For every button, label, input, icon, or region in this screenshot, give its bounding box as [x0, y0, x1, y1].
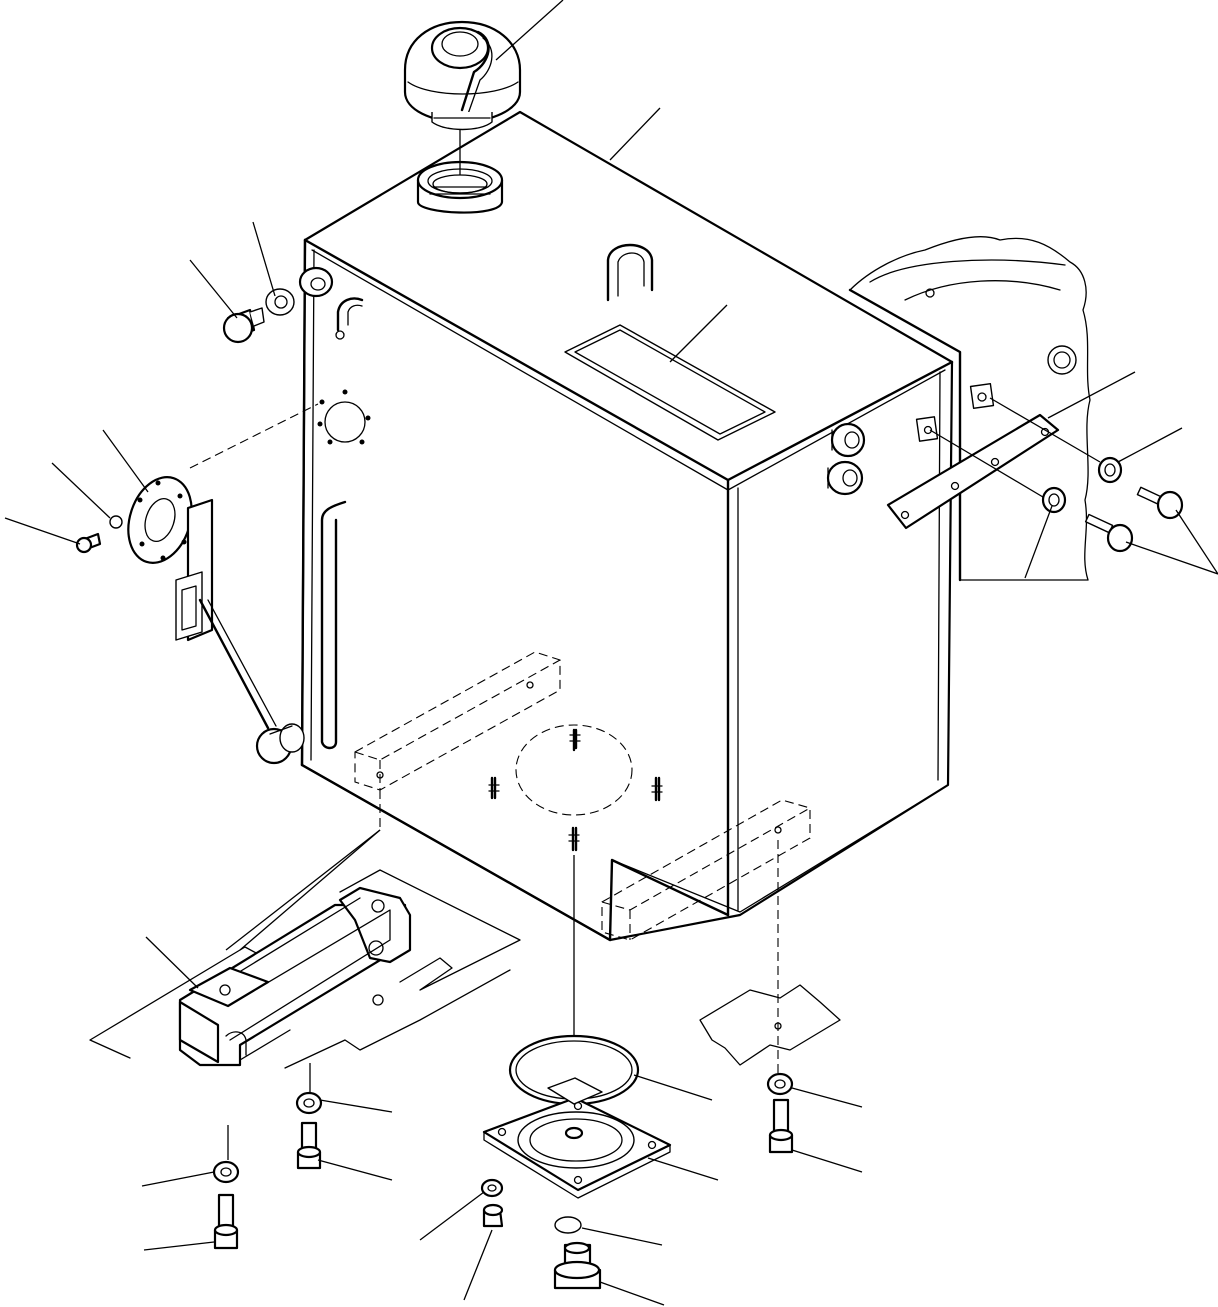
label-plate — [564, 324, 776, 441]
callout-leader — [609, 107, 661, 161]
right-bracket-fragment — [699, 984, 841, 1066]
gauge-opening — [317, 389, 371, 445]
callout-leaders — [4, 0, 1218, 1306]
callout-leader — [141, 1171, 215, 1187]
callout-leader — [252, 221, 276, 297]
top-left-port — [298, 266, 334, 298]
callout-leader — [145, 936, 199, 989]
callout-leader — [143, 1241, 215, 1251]
callout-leader — [4, 517, 81, 545]
side-ports — [826, 416, 939, 496]
bolt-axis-1 — [929, 429, 1049, 501]
callout-leader — [669, 304, 728, 363]
suction-strainer-cover — [482, 1077, 672, 1199]
drain-plug-top — [222, 288, 295, 344]
sight-tube — [320, 500, 347, 750]
callout-leader — [1175, 509, 1218, 575]
callout-leader — [599, 1281, 665, 1306]
drain-plug-bottom — [553, 1216, 602, 1290]
filler-neck — [416, 160, 504, 214]
background-structure — [848, 236, 1091, 582]
mounting-strap — [886, 413, 1060, 530]
callout-leader — [317, 1159, 393, 1181]
callout-leader — [633, 1074, 713, 1101]
gauge-screw — [75, 515, 123, 554]
callout-leader — [495, 0, 564, 61]
bolt-axis-2 — [989, 397, 1101, 463]
strap-bolts — [1041, 456, 1184, 553]
callout-leader — [463, 1229, 493, 1301]
callout-leader — [581, 1227, 663, 1246]
left-bolt-1 — [295, 1091, 323, 1170]
callout-leader — [1047, 371, 1136, 419]
callout-leader — [319, 1099, 393, 1113]
callout-leader — [51, 462, 111, 519]
level-sender — [175, 498, 305, 765]
mounting-bracket — [89, 869, 521, 1069]
right-bracket-bolt — [766, 1072, 794, 1154]
tank-body — [300, 110, 954, 942]
callout-leader — [102, 429, 149, 493]
callout-leader — [419, 1191, 485, 1241]
mounting-rails-hidden — [354, 651, 811, 941]
callout-leader — [791, 1087, 863, 1108]
lifting-handle — [606, 243, 654, 302]
breather-elbow — [336, 297, 364, 332]
callout-leader — [1117, 427, 1183, 463]
callout-leader — [791, 1149, 863, 1173]
strainer-opening — [488, 724, 663, 852]
callout-leader — [647, 1157, 719, 1181]
callout-leader — [1024, 505, 1053, 579]
callout-leader — [189, 259, 238, 319]
filler-cap — [403, 20, 522, 131]
callout-leader — [1125, 541, 1218, 575]
left-bolt-2 — [212, 1160, 240, 1250]
cover-nuts — [480, 1178, 504, 1228]
